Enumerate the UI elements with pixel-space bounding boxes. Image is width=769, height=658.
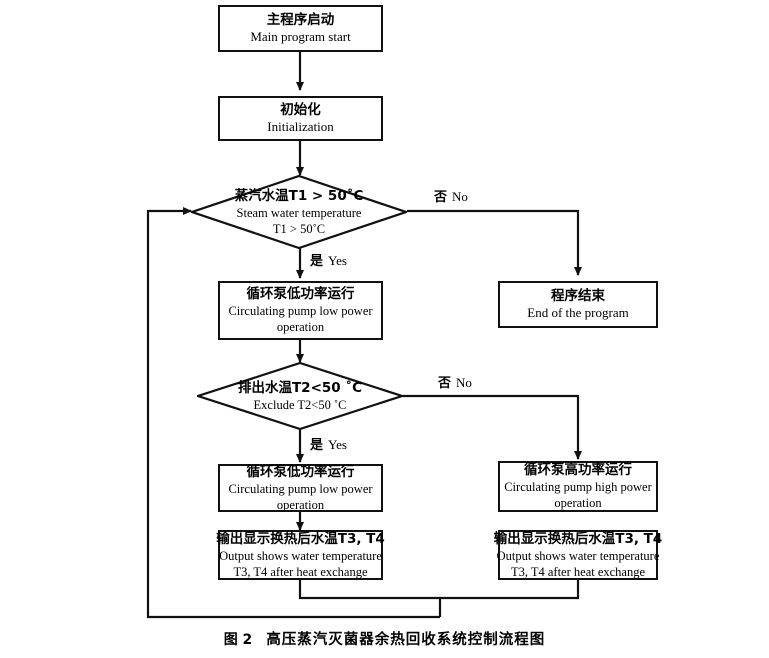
edge-label-decision2-yes: 是 Yes [308,434,349,453]
node-initialization: 初始化 Initialization [218,96,383,141]
edge-label-decision2-no-cn: 否 [438,376,452,391]
node-pump-low-2-cn: 循环泵低功率运行 [246,463,355,480]
figure-caption-label: 图 2 [223,632,253,648]
edge-label-decision2-yes-en: Yes [328,437,347,452]
node-decision2-cn: 排出水温T2<50 ˚C [237,379,363,396]
decision1-diamond-shape [191,175,407,249]
node-pump-low-1-cn: 循环泵低功率运行 [246,286,355,302]
node-pump-low-2-en-1: Circulating pump low power [228,481,373,496]
edge-decision1-no [407,209,582,276]
edge-label-decision2-yes-cn: 是 [310,438,324,453]
node-decision1-en-1: Steam water temperature [236,205,362,220]
node-circulating-pump-low-power-1: 循环泵低功率运行 Circulating pump low power oper… [218,281,383,340]
node-circulating-pump-low-power-2: 循环泵低功率运行 Circulating pump low power oper… [218,464,383,512]
edge-label-decision1-no: 否 No [432,186,470,205]
edge-label-decision1-no-cn: 否 [434,190,448,205]
node-pump-low-1-en-1: Circulating pump low power [228,304,373,318]
node-pump-high-cn: 循环泵高功率运行 [524,462,632,478]
edge-label-decision1-yes-en: Yes [328,253,347,268]
edge-label-decision1-no-en: No [452,189,468,204]
node-end-of-program: 程序结束 End of the program [498,281,658,328]
node-output-left-cn: 输出显示换热后水温T3, T4 [216,530,385,547]
node-initialization-en-1: Initialization [267,119,334,134]
edge-label-decision1-yes: 是 Yes [308,250,349,269]
node-initialization-cn: 初始化 [280,102,321,118]
node-main-program-start-en-1: Main program start [250,29,351,44]
decision2-diamond-shape [197,362,403,430]
edge-outputright-to-bus [440,580,580,600]
node-pump-high-en-1: Circulating pump high power [504,480,652,494]
edge-decision2-no [403,394,582,460]
node-pump-low-2-en-2: operation [276,497,325,512]
edge-label-decision2-no: 否 No [436,372,474,391]
edge-feedback-return [146,207,440,619]
node-main-program-start-cn: 主程序启动 [266,12,335,28]
node-output-water-temperature-right: 输出显示换热后水温T3, T4 Output shows water tempe… [494,530,662,580]
node-output-right-en-2: T3, T4 after heat exchange [510,564,646,579]
node-decision-exclude-water-temperature: 排出水温T2<50 ˚C Exclude T2<50 ˚C [197,362,403,430]
node-decision2-en-1: Exclude T2<50 ˚C [253,397,347,412]
node-end-of-program-cn: 程序结束 [551,288,605,304]
figure-caption: 图 2 高压蒸汽灭菌器余热回收系统控制流程图 [0,628,769,649]
node-circulating-pump-high-power: 循环泵高功率运行 Circulating pump high power ope… [498,461,658,512]
node-output-water-temperature-left: 输出显示换热后水温T3, T4 Output shows water tempe… [216,530,385,580]
figure-caption-text: 高压蒸汽灭菌器余热回收系统控制流程图 [266,632,546,648]
node-output-left-en-2: T3, T4 after heat exchange [233,564,368,579]
node-decision1-cn: 蒸汽水温T1 > 50˚C [234,187,364,204]
node-end-of-program-en-1: End of the program [527,305,629,320]
edge-outputleft-to-bus [298,580,440,600]
node-output-right-en-1: Output shows water temperature [496,548,660,563]
node-output-left-en-1: Output shows water temperature [219,548,382,563]
edge-label-decision1-yes-cn: 是 [310,254,324,269]
node-pump-high-en-2: operation [554,496,602,510]
node-pump-low-1-en-2: operation [276,320,325,334]
node-decision-steam-water-temperature: 蒸汽水温T1 > 50˚C Steam water temperature T1… [191,175,407,249]
edge-label-decision2-no-en: No [456,375,472,390]
node-main-program-start: 主程序启动 Main program start [218,5,383,52]
node-decision1-en-2: T1 > 50˚C [272,221,326,236]
node-output-right-cn: 输出显示换热后水温T3, T4 [493,530,663,547]
